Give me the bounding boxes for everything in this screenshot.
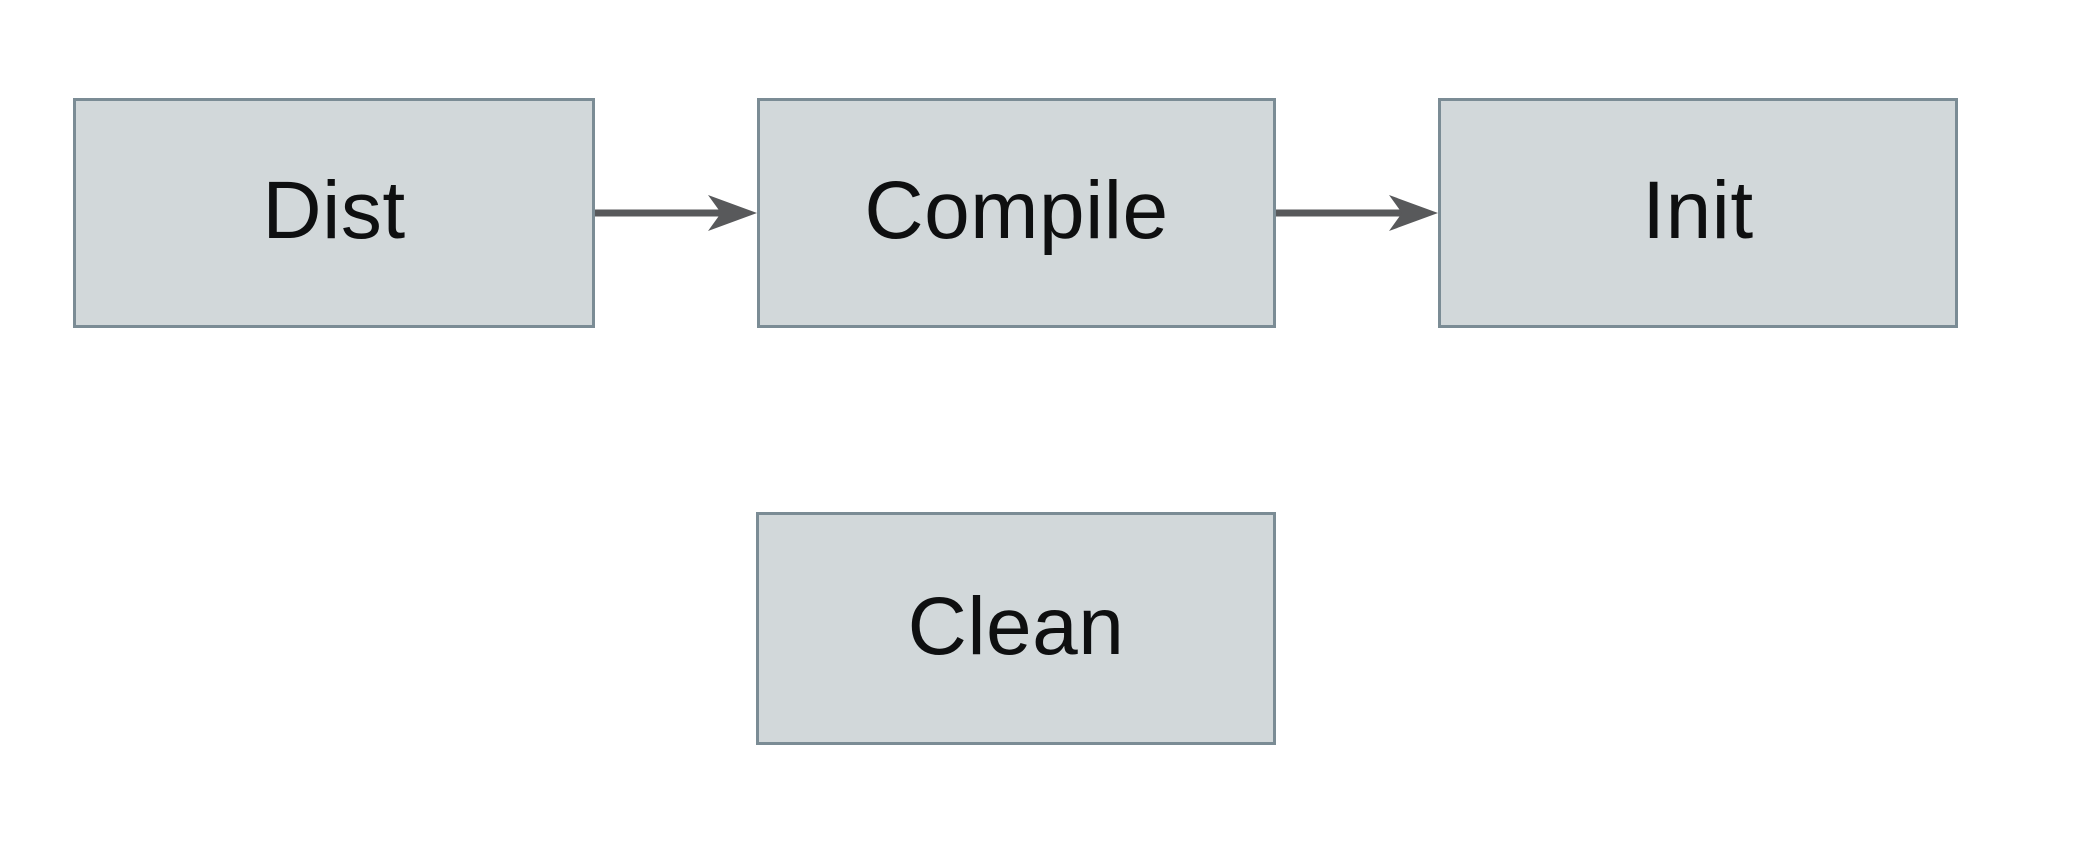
node-init[interactable]: Init	[1438, 98, 1958, 328]
node-compile[interactable]: Compile	[757, 98, 1276, 328]
arrow-compile-to-init-icon	[1276, 195, 1438, 231]
node-clean-label: Clean	[907, 580, 1125, 672]
node-compile-label: Compile	[864, 165, 1169, 256]
node-dist[interactable]: Dist	[73, 98, 595, 328]
arrowhead-icon	[708, 195, 757, 231]
node-init-label: Init	[1642, 165, 1754, 256]
arrow-dist-to-compile-icon	[595, 195, 757, 231]
arrowhead-icon	[1389, 195, 1438, 231]
node-clean[interactable]: Clean	[756, 512, 1276, 745]
node-dist-label: Dist	[262, 165, 406, 256]
